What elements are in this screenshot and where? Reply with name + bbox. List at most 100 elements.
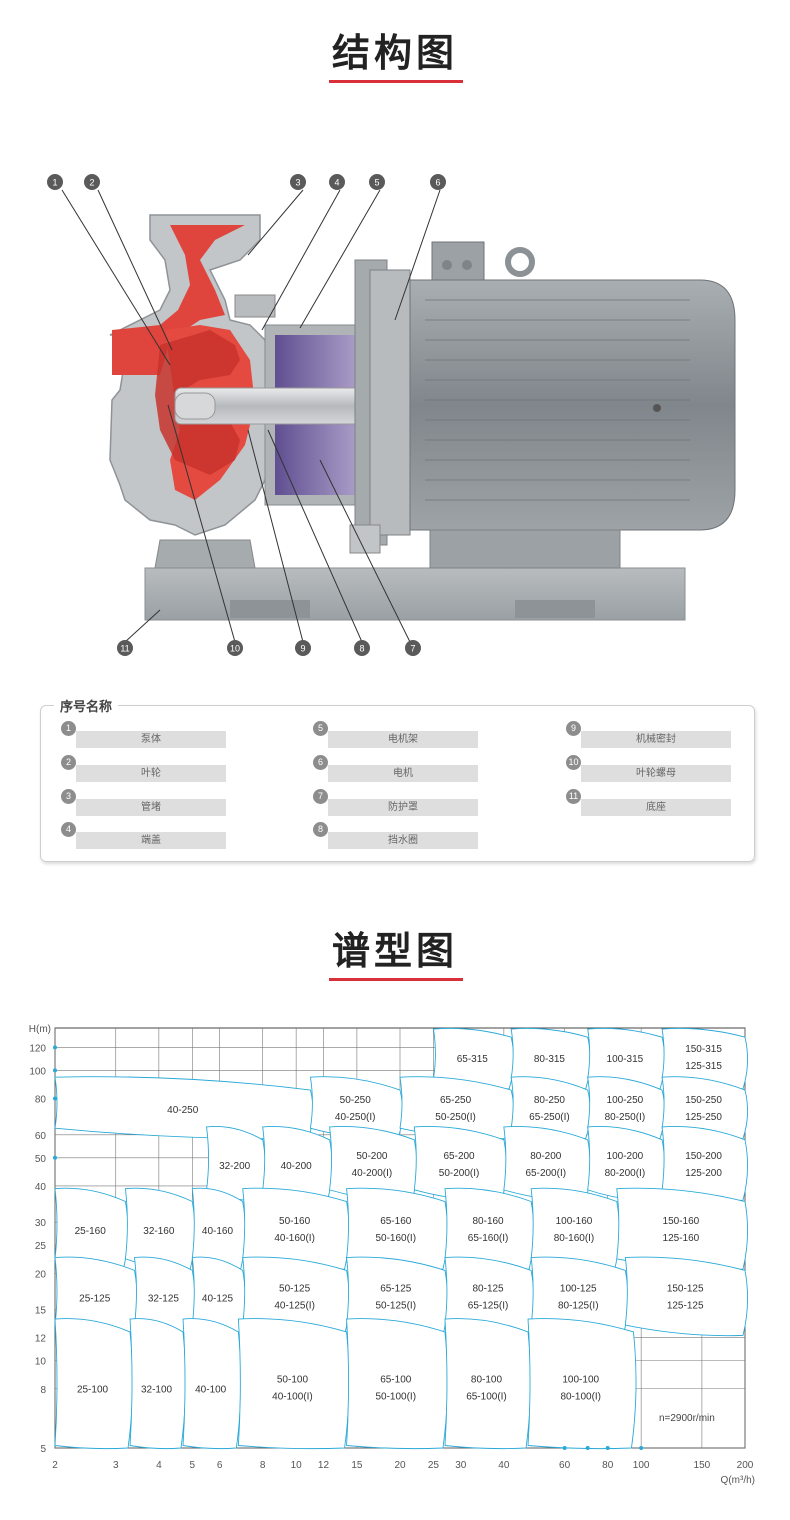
legend-label: 叶轮螺母: [581, 765, 731, 782]
callout-marker-3: [290, 174, 306, 190]
region-label: 150-125: [667, 1284, 704, 1295]
region-outline: [510, 1076, 591, 1140]
y-axis-label: H(m): [29, 1024, 51, 1035]
region-outline: [661, 1027, 748, 1090]
region-label: 32-160: [143, 1226, 175, 1237]
base-plate: [144, 567, 686, 621]
x-tick-label: 5: [190, 1460, 196, 1471]
region-label: 100-315: [607, 1054, 644, 1065]
region-label: 100-100: [562, 1375, 599, 1386]
region-outline: [444, 1318, 532, 1450]
callout-number: 1: [52, 178, 57, 188]
y-tick-label: 8: [40, 1385, 46, 1396]
region-outline: [346, 1318, 448, 1450]
region-label: 40-125(I): [274, 1301, 315, 1312]
legend-number: 8: [313, 822, 328, 837]
region-label: 50-200(I): [439, 1168, 480, 1179]
y-tick-label: 120: [29, 1043, 46, 1054]
region-label: 100-160: [556, 1216, 593, 1227]
region-label: 50-200: [356, 1151, 388, 1162]
region-label: 100-200: [607, 1151, 644, 1162]
region-label: 80-200: [530, 1151, 562, 1162]
region-label: 65-100: [380, 1375, 412, 1386]
legend-number: 2: [61, 755, 76, 770]
legend-label: 防护罩: [328, 799, 478, 816]
region-outline: [242, 1187, 350, 1270]
region-outline: [661, 1126, 748, 1201]
legend-label: 挡水圈: [328, 832, 478, 849]
region-label: 100-125: [560, 1284, 597, 1295]
y-tick-label: 20: [35, 1269, 47, 1280]
x-tick-label: 30: [455, 1460, 467, 1471]
y-tick-label: 5: [40, 1444, 46, 1455]
y-tick-label: 25: [35, 1241, 47, 1252]
region-outline: [527, 1318, 637, 1450]
title-underline-2: [329, 978, 463, 981]
x-tick-label: 4: [156, 1460, 162, 1471]
region-label: 80-100: [471, 1375, 503, 1386]
region-label: 80-315: [534, 1054, 566, 1065]
region-label: 125-160: [663, 1233, 700, 1244]
region-label: 65-250: [440, 1095, 472, 1106]
region-label: 65-160: [380, 1216, 412, 1227]
region-label: 50-160(I): [375, 1233, 416, 1244]
region-label: 50-100(I): [375, 1392, 416, 1403]
region-label: 40-100: [195, 1385, 227, 1396]
region-label: 50-160: [279, 1216, 311, 1227]
legend-number: 4: [61, 822, 76, 837]
x-tick-label: 6: [217, 1460, 223, 1471]
y-tick-label: 50: [35, 1154, 47, 1165]
region-label: 125-125: [667, 1301, 704, 1312]
region-label: 80-125: [472, 1284, 504, 1295]
callout-number: 11: [120, 644, 129, 654]
legend-label: 管堵: [76, 799, 226, 816]
x-axis-label: Q(m³/h): [721, 1475, 755, 1486]
callout-number: 5: [374, 178, 379, 188]
region-label: 40-160: [202, 1226, 234, 1237]
lifting-eye: [505, 247, 535, 277]
region-label: 125-200: [685, 1168, 722, 1179]
region-label: 25-100: [77, 1385, 109, 1396]
legend-label: 端盖: [76, 832, 226, 849]
legend-label: 叶轮: [76, 765, 226, 782]
x-tick-label: 150: [694, 1460, 711, 1471]
x-tick-label: 80: [602, 1460, 614, 1471]
x-tick-label: 60: [559, 1460, 571, 1471]
callout-marker-11: [117, 640, 133, 656]
callout-marker-4: [329, 174, 345, 190]
y-tick-label: 60: [35, 1131, 47, 1142]
region-label: 50-100: [277, 1375, 309, 1386]
callout-number: 2: [89, 178, 94, 188]
y-tick-label: 30: [35, 1218, 47, 1229]
region-label: 125-250: [685, 1112, 722, 1123]
region-label: 50-250(I): [435, 1112, 476, 1123]
x-tick-label: 200: [737, 1460, 754, 1471]
callout-marker-9: [295, 640, 311, 656]
callout-marker-6: [430, 174, 446, 190]
legend-number: 7: [313, 789, 328, 804]
region-label: 65-100(I): [466, 1392, 507, 1403]
region-label: 50-250: [340, 1095, 372, 1106]
region-label: 40-200(I): [352, 1168, 393, 1179]
axis-marker: [605, 1446, 610, 1450]
motor-foot: [429, 529, 621, 569]
region-outline: [510, 1027, 591, 1090]
performance-title: 谱型图: [331, 929, 458, 973]
legend-number: 3: [61, 789, 76, 804]
legend-heading: 序号名称: [54, 696, 119, 715]
x-tick-label: 20: [394, 1460, 406, 1471]
region-outline: [624, 1256, 749, 1337]
region-label: 40-200: [281, 1161, 313, 1172]
region-label: 80-250(I): [605, 1112, 646, 1123]
speed-annotation: n=2900r/min: [659, 1413, 715, 1424]
region-label: 32-200: [219, 1161, 251, 1172]
region-label: 65-125: [380, 1284, 412, 1295]
legend-label: 机械密封: [581, 731, 731, 748]
